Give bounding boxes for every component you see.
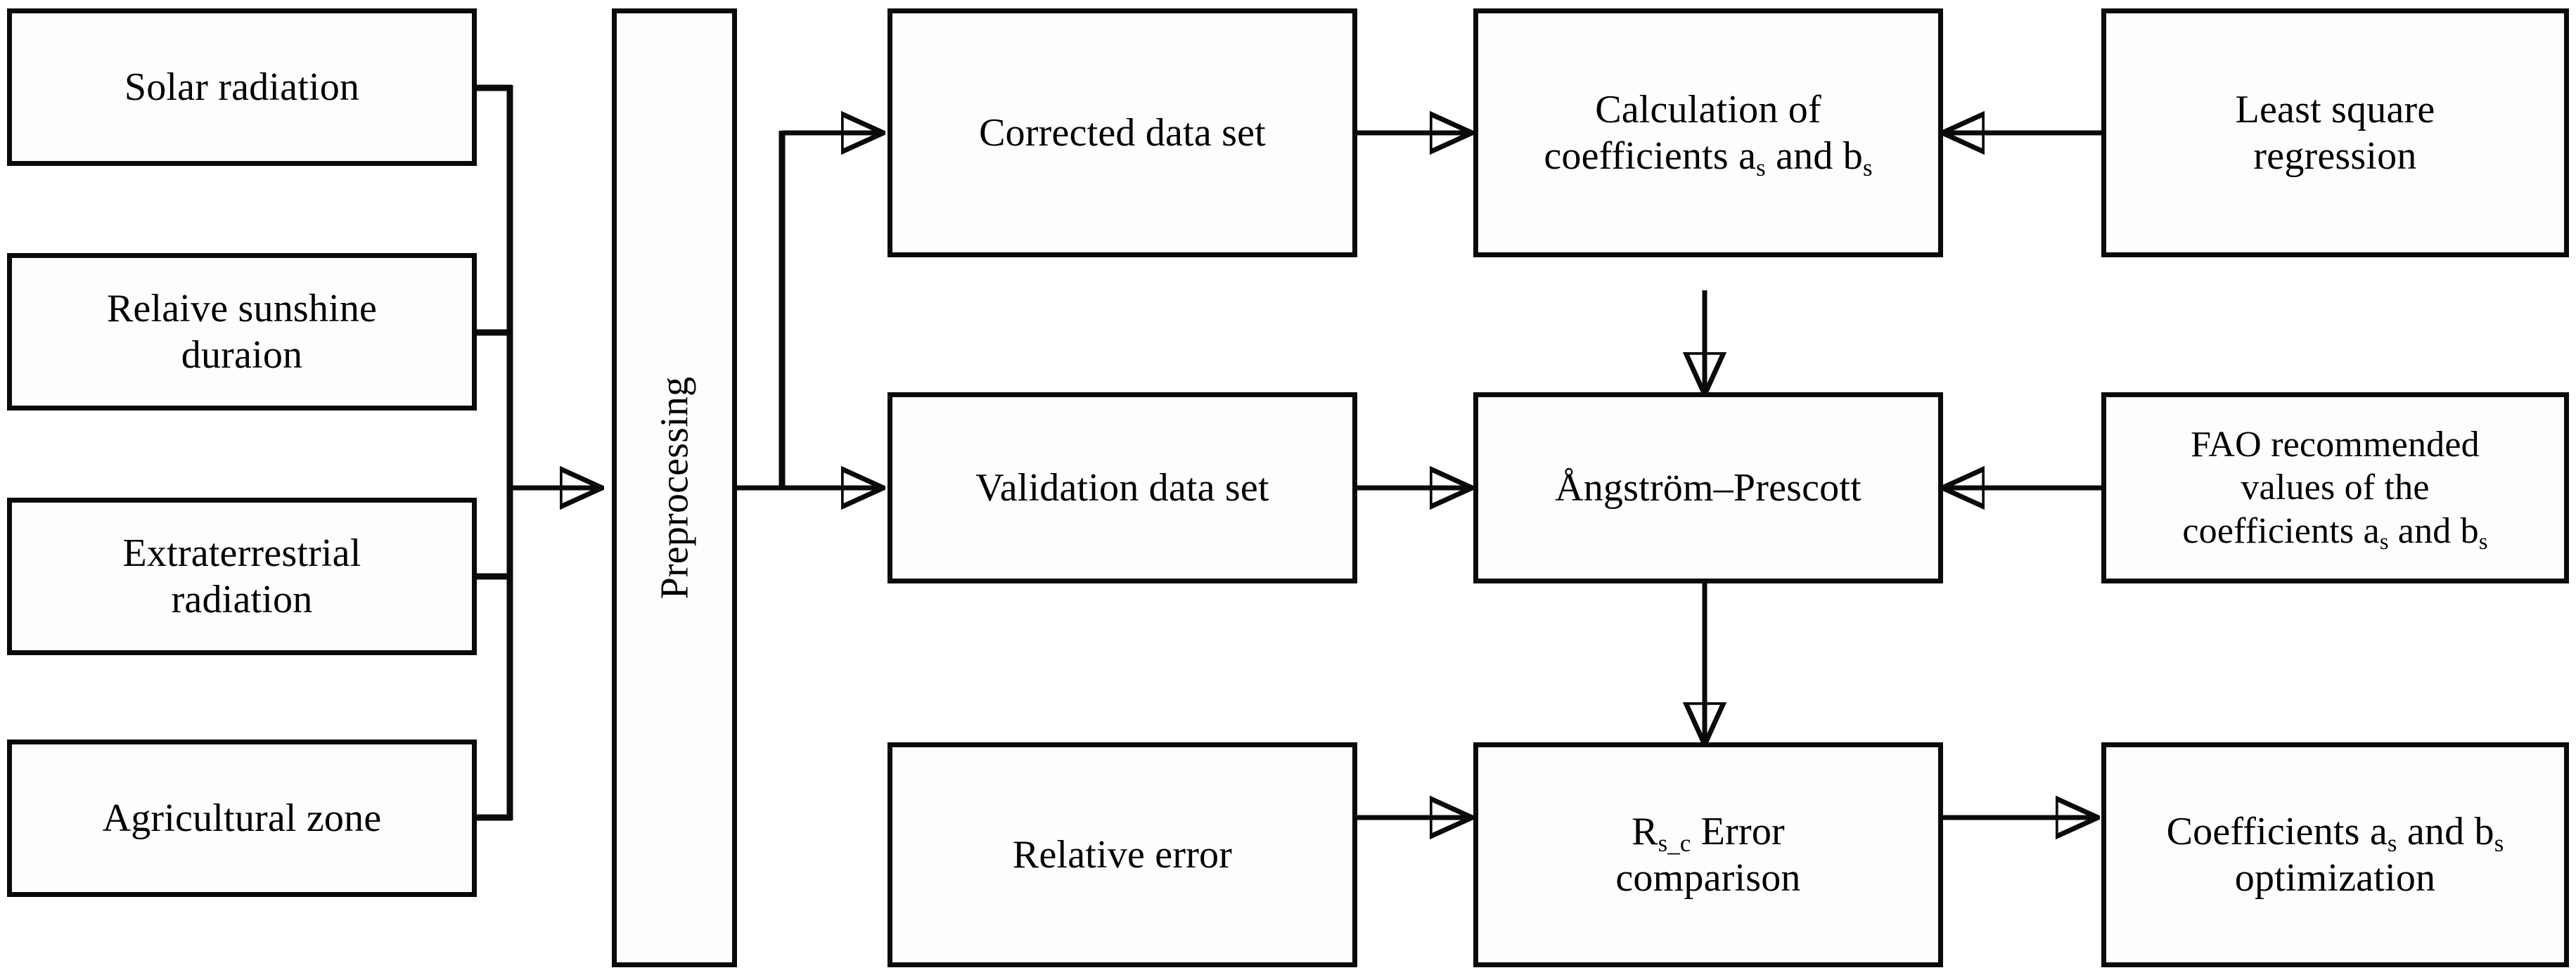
node-corrected-data-set[interactable]: Corrected data set (887, 8, 1357, 257)
node-relative-error[interactable]: Relative error (887, 742, 1357, 967)
node-validation-data-set[interactable]: Validation data set (887, 392, 1357, 583)
node-error-comparison-label: Rs_c Error comparison (1488, 808, 1928, 901)
line-1: Coefficients as and bs (2166, 809, 2504, 855)
subscript-s-c: s_c (1658, 829, 1691, 858)
node-relative-error-label: Relative error (1012, 832, 1233, 877)
error-text: Error (1691, 809, 1785, 853)
line-1: Calculation of (1595, 87, 1821, 131)
node-least-square-regression[interactable]: Least square regression (2101, 8, 2569, 257)
node-agricultural-zone[interactable]: Agricultural zone (7, 740, 477, 897)
node-relative-sunshine-duration[interactable]: Relaive sunshine duraion (7, 253, 477, 411)
node-coefficients-optimization[interactable]: Coefficients as and bs optimization (2101, 742, 2569, 967)
node-fao-recommended-values[interactable]: FAO recommended values of the coefficien… (2101, 392, 2569, 583)
line-2: values of the (2241, 467, 2430, 508)
line-3: coefficients as and bs (2182, 510, 2488, 555)
node-corrected-data-set-label: Corrected data set (979, 110, 1266, 155)
subscript-s-2: s (1862, 154, 1873, 182)
coefficients-text-mid: and b (2388, 510, 2479, 551)
line-1: FAO recommended (2191, 424, 2480, 465)
node-relative-sunshine-duration-label: Relaive sunshine duraion (22, 285, 462, 378)
node-angstrom-prescott-label: Ångström–Prescott (1555, 465, 1861, 510)
node-validation-data-set-label: Validation data set (975, 465, 1269, 510)
line-2: duraion (181, 333, 303, 377)
node-fao-recommended-values-label: FAO recommended values of the coefficien… (2116, 423, 2554, 553)
subscript-s-1: s (1756, 154, 1766, 182)
subscript-s-2: s (2478, 529, 2488, 555)
line-2: optimization (2234, 856, 2436, 900)
line-1: Relaive sunshine (106, 286, 378, 330)
coefficients-text-mid: and b (2397, 809, 2494, 853)
node-error-comparison[interactable]: Rs_c Error comparison (1473, 742, 1943, 967)
line-1: Least square (2235, 87, 2435, 131)
node-solar-radiation-label: Solar radiation (124, 65, 360, 109)
node-calculation-of-coefficients[interactable]: Calculation of coefficients as and bs (1473, 8, 1943, 257)
subscript-s-1: s (2387, 829, 2397, 858)
line-2: radiation (171, 578, 313, 621)
coefficients-text-mid: and b (1765, 134, 1863, 178)
node-least-square-regression-label: Least square regression (2116, 86, 2554, 179)
node-calculation-of-coefficients-label: Calculation of coefficients as and bs (1488, 86, 1928, 182)
node-angstrom-prescott[interactable]: Ångström–Prescott (1473, 392, 1943, 583)
subscript-s-2: s (2494, 829, 2504, 858)
node-solar-radiation[interactable]: Solar radiation (7, 8, 477, 166)
line-2: coefficients as and bs (1544, 134, 1873, 182)
rs-symbol: R (1632, 809, 1658, 853)
line-1: Extraterrestrial (122, 531, 361, 575)
coefficients-text-pre: coefficients a (2182, 510, 2380, 551)
line-2: comparison (1615, 856, 1801, 900)
coefficients-text-pre: Coefficients a (2166, 809, 2388, 853)
line-2: regression (2253, 134, 2417, 178)
node-coefficients-optimization-label: Coefficients as and bs optimization (2116, 808, 2554, 901)
coefficients-text-pre: coefficients a (1544, 134, 1757, 178)
node-extraterrestrial-radiation-label: Extraterrestrial radiation (22, 530, 462, 623)
subscript-s-1: s (2379, 529, 2389, 555)
node-preprocessing-label: Preprocessing (652, 376, 696, 600)
line-1: Rs_c Error (1632, 809, 1785, 855)
node-agricultural-zone-label: Agricultural zone (102, 796, 382, 840)
node-preprocessing[interactable]: Preprocessing (612, 8, 737, 967)
node-extraterrestrial-radiation[interactable]: Extraterrestrial radiation (7, 498, 477, 655)
